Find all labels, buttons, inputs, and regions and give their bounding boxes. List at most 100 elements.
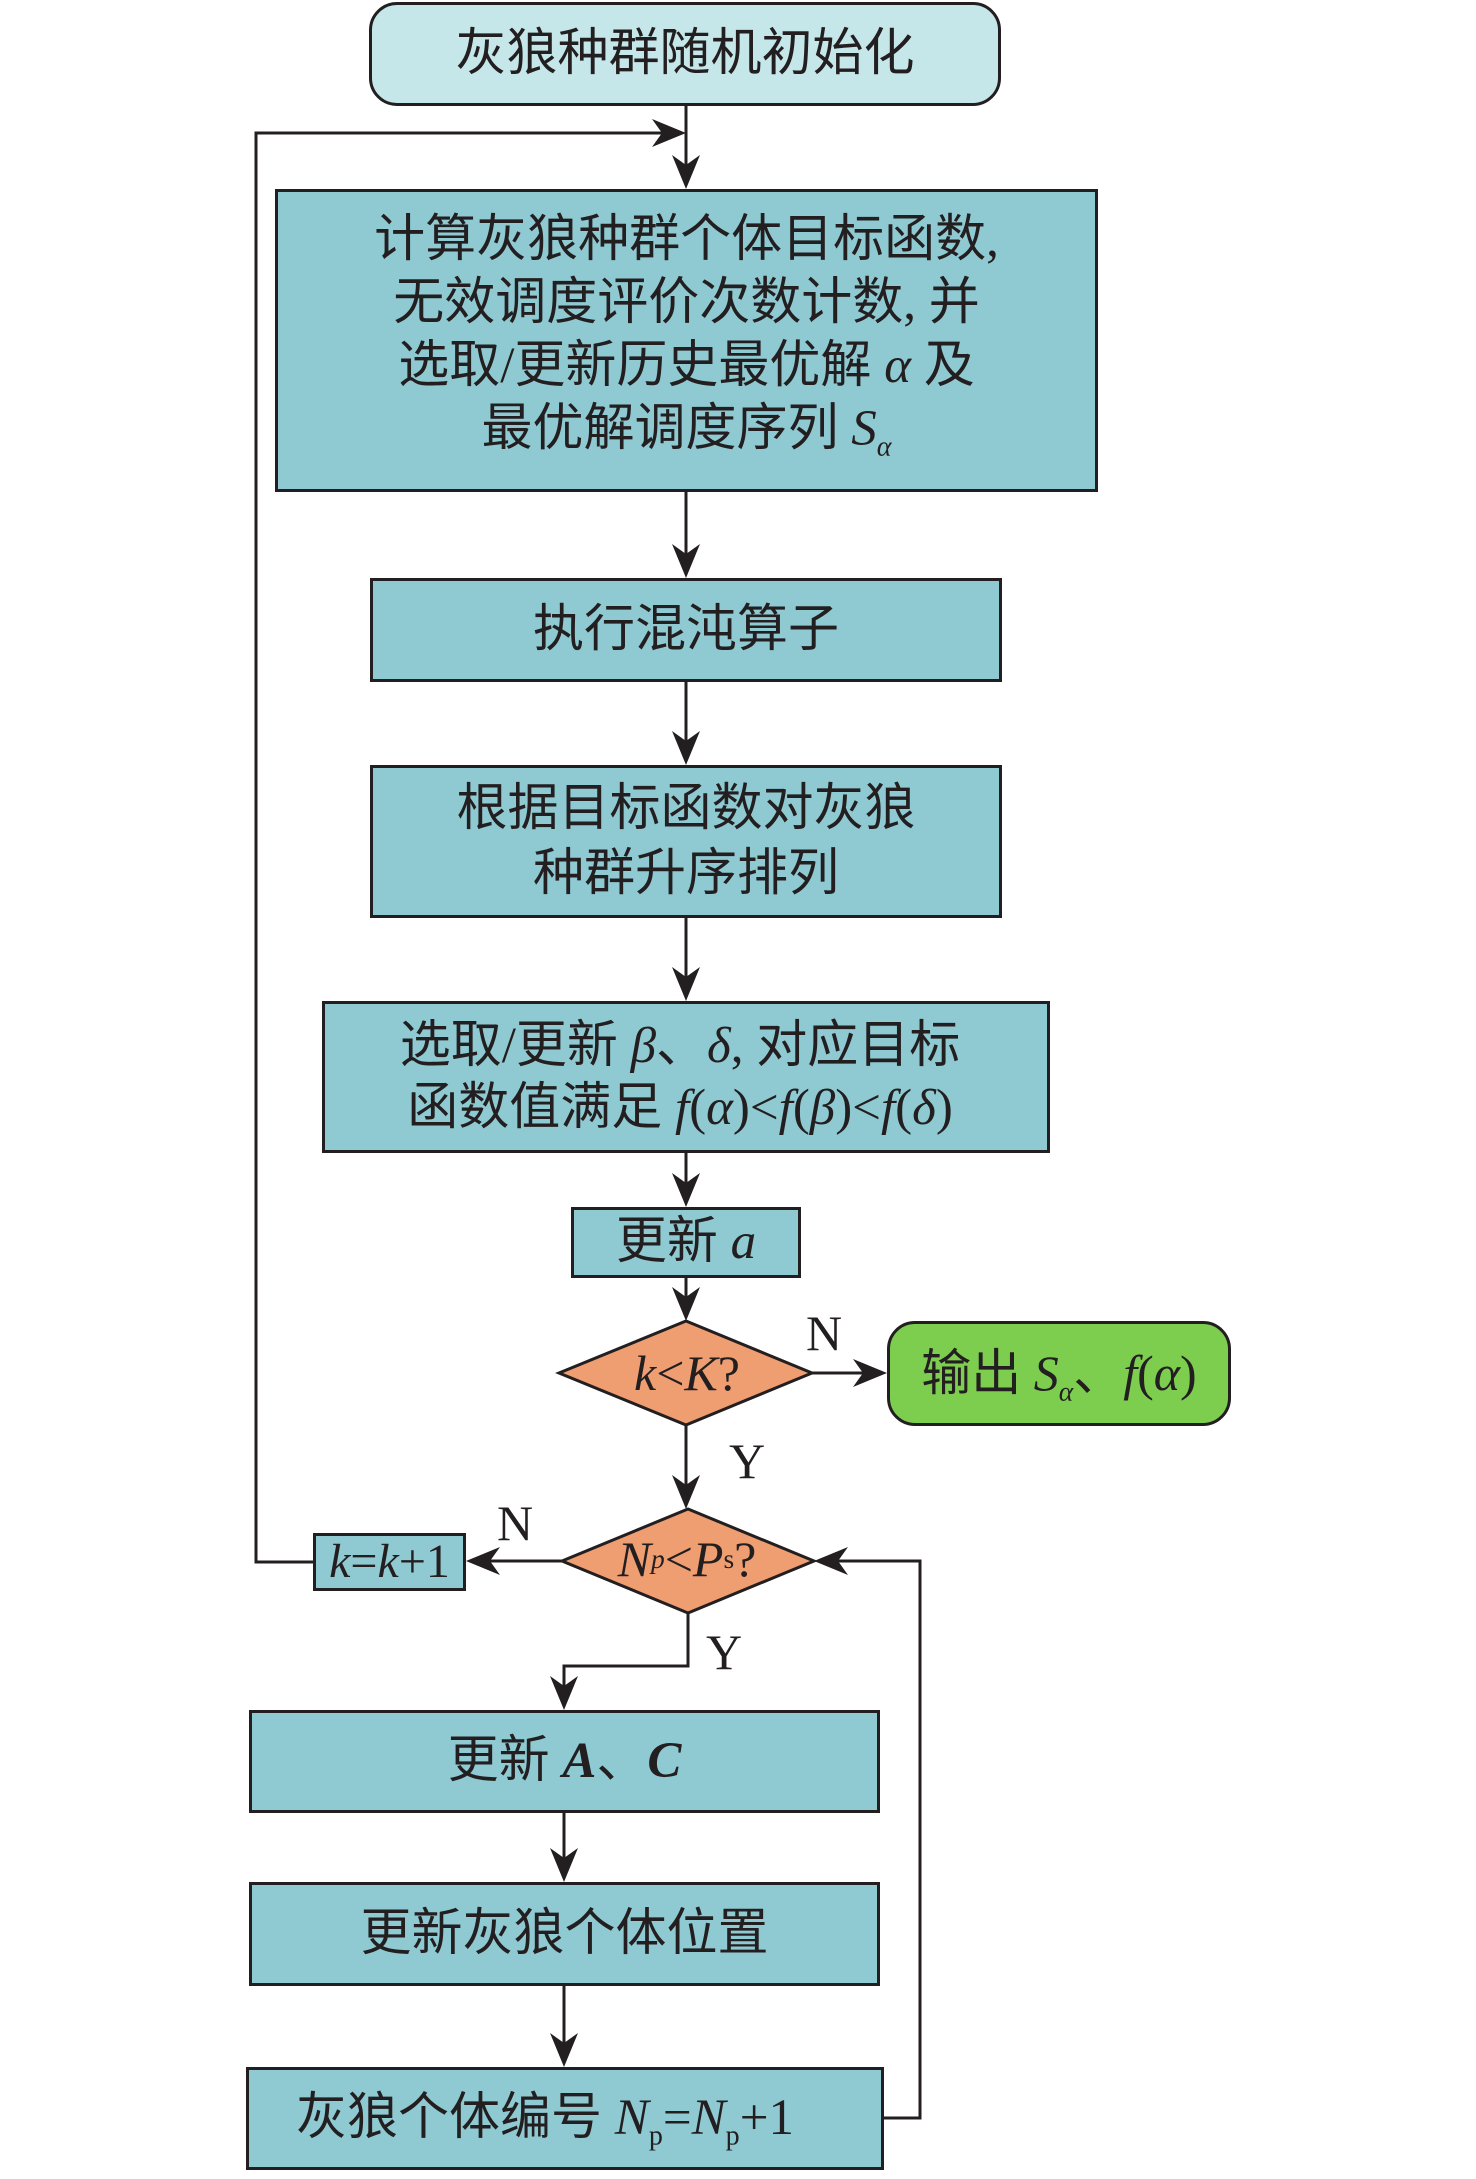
process-node-leaders: 选取/更新 β、δ, 对应目标 函数值满足 f(α)<f(β)<f(δ) [322,1001,1050,1153]
paren: ( [792,1080,810,1136]
text: 及 [910,337,975,394]
text: 、 [1073,1345,1124,1401]
text: 选取/更新历史最优解 [398,337,885,394]
arrowhead-down-icon [672,544,700,578]
sort-line-2: 种群升序排列 [532,845,839,902]
process-node-increment-k: k=k+1 [313,1533,466,1591]
paren: ( [1137,1345,1154,1401]
a-vector-symbol: A [562,1733,597,1789]
beta-symbol: β [809,1080,836,1136]
plus-one: +1 [398,1535,450,1588]
question-mark: ? [734,1531,757,1587]
process-node-chaos: 执行混沌算子 [370,578,1002,682]
paren-less: )< [732,1080,779,1136]
question-mark: ? [717,1345,740,1401]
process-node-increment-np: 灰狼个体编号 Np=Np+1 [246,2067,884,2170]
alpha-subscript: α [1058,1375,1074,1407]
text: , 对应目标 [730,1018,961,1074]
connector-sort-to-leaders [672,918,700,1001]
connector-decision-to-population-check [672,1425,700,1509]
process-node-update-ac: 更新 A、C [249,1710,880,1813]
text: 、 [656,1018,708,1074]
alpha-symbol: α [706,1080,733,1136]
evaluate-line-1: 计算灰狼种群个体目标函数, [374,211,999,268]
big-k-symbol: K [684,1345,718,1401]
text: 灰狼个体编号 [296,2090,615,2146]
process-node-update-position: 更新灰狼个体位置 [249,1882,880,1986]
delta-symbol: δ [912,1080,936,1136]
leaders-line-2: 函数值满足 f(α)<f(β)<f(δ) [407,1077,953,1139]
arrowhead-down-icon [672,1475,700,1509]
paren: ) [935,1080,953,1136]
arrowhead-down-icon [550,1676,578,1710]
arrowhead-down-icon [672,1287,700,1321]
text: 最优解调度序列 [481,400,852,457]
arrowhead-down-icon [672,967,700,1001]
update-position-label: 更新灰狼个体位置 [360,1905,769,1962]
arrowhead-down-icon [672,731,700,765]
f-symbol: f [1123,1345,1138,1401]
plus-one: +1 [739,2090,794,2146]
equals: = [350,1535,378,1588]
connector-chaos-to-sort [672,682,700,765]
arrowhead-down-icon [672,155,700,189]
arrowhead-down-icon [672,1173,700,1207]
connector-update-ac-to-update-position [550,1813,578,1882]
text: 、 [596,1733,648,1789]
connector-decision-to-output [812,1359,887,1387]
alpha-subscript: α [876,431,892,463]
p-subscript: p [648,2120,663,2152]
arrowhead-left-icon [466,1547,500,1575]
connector-loop-back-to-evaluate [254,119,686,1564]
delta-symbol: δ [707,1018,731,1074]
p-subscript: p [725,2120,740,2152]
connector-update-a-to-decision [672,1278,700,1321]
s-symbol: S [851,400,877,457]
edge-label-iteration-yes: Y [729,1433,766,1489]
n-symbol: N [617,1531,651,1587]
arrowhead-down-icon [550,1848,578,1882]
process-node-sort: 根据目标函数对灰狼 种群升序排列 [370,765,1002,918]
paren-less: )< [835,1080,881,1136]
connector-population-check-to-increment-k [466,1547,562,1575]
equals: = [662,2090,692,2146]
arrowhead-down-icon [550,2033,578,2067]
text: 更新 [447,1733,563,1789]
end-node-output: 输出 Sα、f(α) [887,1321,1231,1426]
evaluate-line-3: 选取/更新历史最优解 α 及 [398,335,974,398]
arrowhead-left-icon [814,1547,848,1575]
text: 选取/更新 [399,1018,631,1074]
edge-label-iteration-no: N [806,1305,843,1361]
connector-update-position-to-increment-np [550,1986,578,2067]
beta-symbol: β [630,1018,657,1074]
text: 输出 [921,1345,1034,1401]
output-label: 输出 Sα、f(α) [921,1342,1196,1405]
init-label: 灰狼种群随机初始化 [455,25,915,82]
alpha-symbol: α [1153,1345,1181,1401]
evaluate-line-4: 最优解调度序列 Sα [482,398,892,461]
connector-population-check-to-update-ac [550,1613,690,1710]
connector-leaders-to-update-a [672,1153,700,1207]
c-vector-symbol: C [647,1733,682,1789]
alpha-symbol: α [884,337,911,394]
update-a-label: 更新 a [616,1211,756,1274]
sort-line-1: 根据目标函数对灰狼 [456,780,916,837]
f-symbol: f [880,1080,896,1136]
f-symbol: f [674,1080,690,1136]
process-node-update-a: 更新 a [571,1207,801,1278]
connector-increment-np-loop-to-population-check [814,1547,922,2120]
f-symbol: f [778,1080,793,1136]
update-ac-label: 更新 A、C [448,1730,682,1793]
text: 函数值满足 [407,1080,675,1136]
edge-label-population-yes: Y [706,1624,743,1680]
n-symbol: N [614,2090,649,2146]
decision-iteration-label: k<K? [537,1338,837,1408]
k-symbol: k [377,1535,399,1588]
paren: ( [895,1080,913,1136]
n-symbol: N [691,2090,726,2146]
increment-np-label: 灰狼个体编号 Np=Np+1 [296,2087,794,2150]
evaluate-line-2: 无效调度评价次数计数, 并 [393,274,980,331]
process-node-evaluate: 计算灰狼种群个体目标函数, 无效调度评价次数计数, 并 选取/更新历史最优解 α… [275,189,1098,492]
